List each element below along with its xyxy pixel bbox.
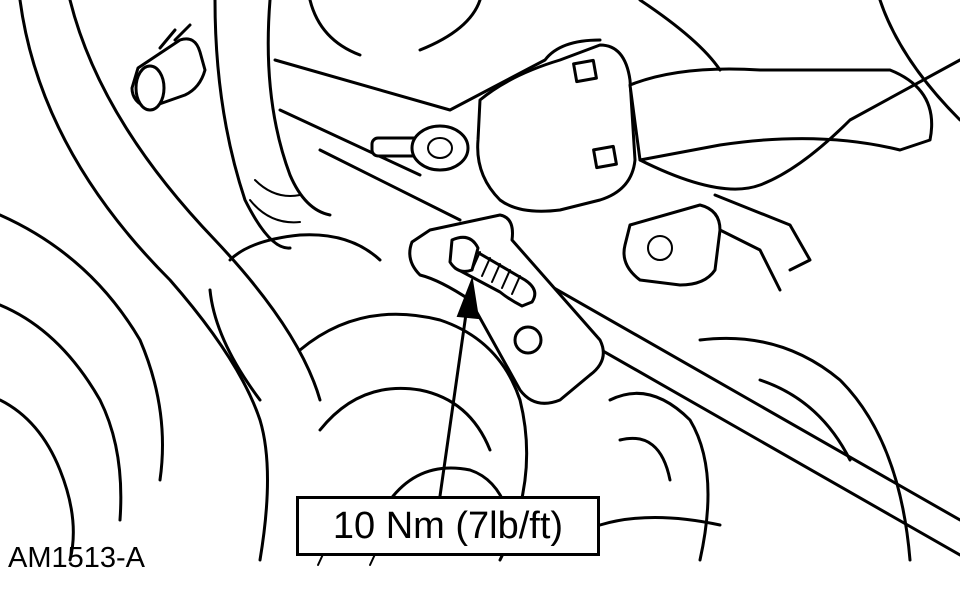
- connector-end-cap: [134, 64, 166, 112]
- bottom-right-curve: [598, 516, 722, 527]
- clip-rivet: [513, 325, 543, 355]
- pulley-outer: [298, 312, 529, 562]
- connector-cable-sleeve: [628, 67, 934, 162]
- right-lever-2: [718, 228, 782, 292]
- leader-arrow-icon: [456, 276, 480, 320]
- figure-id: AM1513-A: [8, 542, 146, 574]
- right-lower-arc: [608, 391, 710, 562]
- stud-nut: [448, 235, 480, 273]
- torque-callout: 10 Nm (7lb/ft): [296, 496, 600, 556]
- left-hose-outer: [18, 0, 269, 562]
- left-panel-edge: [0, 213, 164, 482]
- right-lower-arc-2: [618, 436, 672, 482]
- right-bracket-hole: [647, 235, 673, 261]
- connector-latch-bottom: [592, 144, 618, 170]
- leader-line: [438, 298, 470, 498]
- pulley-inner: [318, 386, 492, 452]
- connector-ridges: [158, 23, 192, 50]
- left-panel-edge-2: [0, 303, 123, 522]
- upper-nut-hole: [427, 137, 453, 159]
- vertical-hose-right: [266, 0, 332, 217]
- left-hose-inner: [68, 0, 322, 402]
- connector-latch-top: [572, 58, 598, 84]
- vertical-hose-left: [213, 0, 292, 250]
- top-curve: [308, 0, 362, 57]
- rod-upper: [278, 108, 422, 177]
- electrical-connector-body: [476, 43, 637, 213]
- housing-left: [208, 288, 262, 402]
- left-panel-edge-3: [0, 398, 75, 562]
- rod-lower: [318, 148, 462, 222]
- top-curve-2: [418, 0, 482, 52]
- upper-nut: [410, 124, 470, 172]
- right-top-curve: [878, 0, 960, 122]
- top-right-line: [638, 0, 722, 72]
- right-upper-body: [638, 58, 960, 191]
- mounting-clip: [408, 213, 605, 405]
- far-right-arc: [698, 336, 912, 562]
- housing-top: [228, 233, 382, 262]
- right-lever: [713, 193, 812, 272]
- torque-label: 10 Nm (7lb/ft): [332, 504, 564, 547]
- upper-bracket-edge: [273, 38, 602, 112]
- hose-clamp: [249, 179, 301, 224]
- far-right-arc-2: [758, 378, 852, 462]
